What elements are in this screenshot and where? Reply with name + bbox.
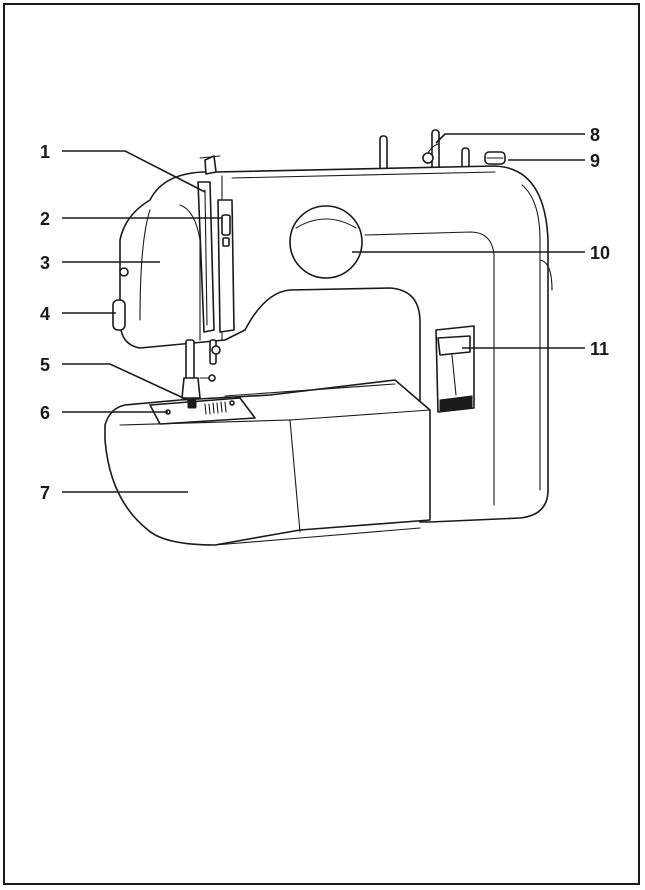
callout-4: 4 [40, 304, 50, 324]
leader-lines [62, 133, 585, 493]
callout-11: 11 [590, 339, 609, 359]
leader-8 [435, 133, 585, 144]
callout-1: 1 [40, 142, 50, 162]
callout-10: 10 [590, 243, 610, 263]
needle-assembly [181, 339, 221, 399]
callout-6: 6 [40, 403, 50, 423]
reverse-lever [435, 325, 475, 413]
spool-pins [379, 129, 470, 173]
leader-1 [62, 150, 206, 193]
callout-2: 2 [40, 209, 50, 229]
thread-guide [422, 143, 439, 164]
hand-wheel [112, 267, 129, 331]
sewing-machine [104, 129, 553, 546]
callout-numbers: 1 2 3 4 5 6 7 8 9 10 11 [40, 125, 610, 503]
bobbin-winder [484, 151, 506, 165]
callout-3: 3 [40, 253, 50, 273]
needle-plate [149, 397, 256, 425]
callout-8: 8 [590, 125, 600, 145]
callout-7: 7 [40, 483, 50, 503]
callout-5: 5 [40, 355, 50, 375]
callout-9: 9 [590, 151, 600, 171]
leader-5 [62, 363, 193, 403]
stitch-selector-dial [289, 205, 363, 279]
